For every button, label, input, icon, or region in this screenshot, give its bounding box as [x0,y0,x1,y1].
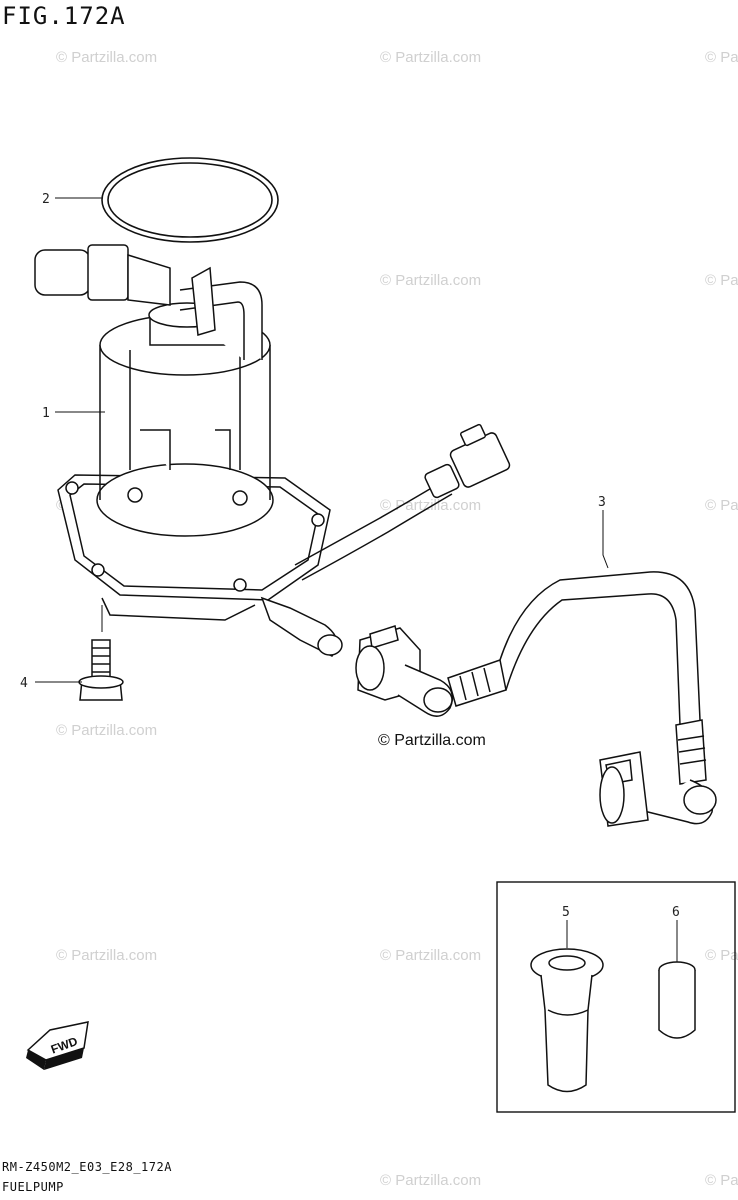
callout-1: 1 [42,406,50,421]
callout-2: 2 [42,192,50,207]
watermark: © Partzilla.com [705,1172,738,1189]
diagram-code: RM-Z450M2_E03_E28_172A [2,1160,172,1174]
watermark: © Partzilla.com [380,49,481,66]
figure-title: FIG.172A [2,2,126,30]
part-cap [658,961,696,1039]
callouts [35,197,678,962]
watermark: © Partzilla.com [380,497,481,514]
watermark: © Partzilla.com [705,497,738,514]
watermark: © Partzilla.com [380,1172,481,1189]
watermark: © Partzilla.com [56,722,157,739]
diagram-name: FUELPUMP [2,1180,64,1194]
part-bolt [78,639,124,701]
watermark: © Partzilla.com [380,947,481,964]
callout-6: 6 [672,905,680,920]
callout-3: 3 [598,495,606,510]
watermark: © Partzilla.com [705,49,738,66]
forward-arrow-icon: FWD [26,1021,89,1070]
watermark: © Partzilla.com [705,947,738,964]
part-fuel-hose [355,571,717,827]
callout-5: 5 [562,905,570,920]
callout-4: 4 [20,676,28,691]
part-fuel-pump [34,244,511,657]
part-oring [101,157,279,243]
watermark: © Partzilla.com [380,272,481,289]
watermark: © Partzilla.com [56,49,157,66]
watermark: © Partzilla.com [705,272,738,289]
inset-box [496,881,736,1113]
watermark-main: © Partzilla.com [378,732,486,749]
watermarks: © Partzilla.com © Partzilla.com © Partzi… [56,49,738,1189]
part-sleeve [530,948,604,1093]
watermark: © Partzilla.com [56,947,157,964]
